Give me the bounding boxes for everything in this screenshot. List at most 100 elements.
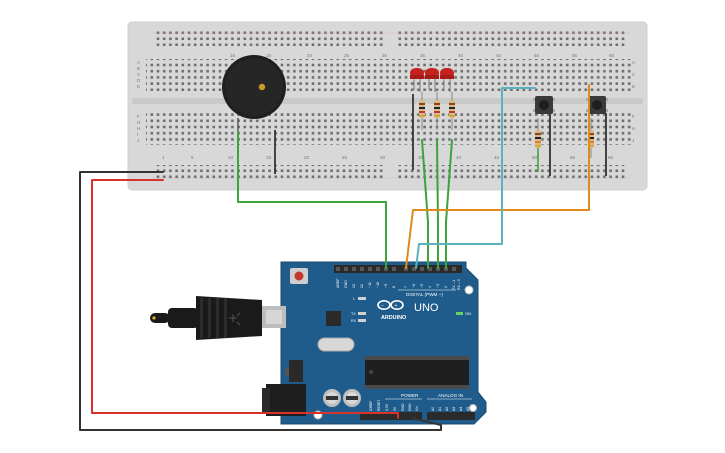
col-number: 5 xyxy=(191,155,194,160)
analog-header[interactable] xyxy=(427,412,475,420)
column-numbers-bottom: 1 5 10 15 20 25 30 35 40 45 50 55 60 xyxy=(162,155,614,160)
digital-label: DIGITAL (PWM ~) xyxy=(406,292,443,297)
col-number: 20 xyxy=(307,53,313,58)
wire-green-led[interactable] xyxy=(421,139,429,269)
pin-label: ~11 xyxy=(368,282,372,288)
resistor[interactable] xyxy=(449,92,455,130)
col-number: 45 xyxy=(496,53,502,58)
pin-label: ~10 xyxy=(376,282,380,288)
row-label: C xyxy=(632,72,636,77)
row-label: I xyxy=(137,132,138,137)
pushbutton[interactable] xyxy=(586,96,608,114)
top-power-rail-left xyxy=(155,30,385,46)
row-label: E xyxy=(632,84,635,89)
l-led xyxy=(358,297,366,300)
voltage-regulator xyxy=(289,360,303,382)
bottom-power-rail-left xyxy=(155,165,385,181)
col-number: 35 xyxy=(420,53,426,58)
arduino-logo: − + xyxy=(377,299,404,310)
row-label: A xyxy=(137,60,140,65)
col-number: 60 xyxy=(608,155,614,160)
pin-label: GND xyxy=(408,403,412,411)
terminal-strip-top xyxy=(146,59,633,91)
wire-cyan-button[interactable] xyxy=(415,87,536,269)
row-label: G xyxy=(137,120,141,125)
pin-label: A3 xyxy=(452,407,456,411)
pin-label: A4 xyxy=(459,407,463,411)
wire-red-5v[interactable] xyxy=(91,179,399,419)
pin-label: ~6 xyxy=(412,284,416,288)
row-label: A xyxy=(632,60,635,65)
wire-black-gnd[interactable] xyxy=(79,171,442,431)
power-led xyxy=(456,312,463,315)
digital-header[interactable] xyxy=(334,265,462,273)
row-labels: A B C D E F G H I J A C E F H J xyxy=(137,60,636,143)
pin-label: RESET xyxy=(377,400,381,411)
led-label: L xyxy=(353,297,355,301)
tx-led xyxy=(358,312,366,315)
pin-label: Vin xyxy=(415,406,419,411)
col-number: 20 xyxy=(304,155,310,160)
col-number: 55 xyxy=(572,53,578,58)
pin-label: ~3 xyxy=(436,284,440,288)
center-channel xyxy=(132,98,643,104)
usb-cable[interactable] xyxy=(150,296,286,340)
wire-green-led[interactable] xyxy=(436,139,439,269)
on-label: ON xyxy=(465,311,471,316)
power-header[interactable] xyxy=(360,412,422,420)
rx-led xyxy=(358,319,366,322)
red-led[interactable] xyxy=(410,68,424,92)
row-label: D xyxy=(137,78,141,83)
row-label: H xyxy=(137,126,140,131)
led-label: TX xyxy=(351,312,356,316)
pushbutton[interactable] xyxy=(533,96,555,114)
pin-label: GND xyxy=(401,403,405,411)
arduino-brand: ARDUINO xyxy=(381,315,406,321)
row-label: F xyxy=(137,114,140,119)
pin-label: A1 xyxy=(438,407,442,411)
col-number: 40 xyxy=(458,53,464,58)
pin-label: 13 xyxy=(352,284,356,288)
power-jack[interactable] xyxy=(266,384,306,416)
col-number: 10 xyxy=(230,53,236,58)
red-led[interactable] xyxy=(440,68,454,92)
pin-label: 3.3V xyxy=(385,403,389,411)
power-label: POWER xyxy=(401,393,419,398)
wire-green-led[interactable] xyxy=(445,139,453,269)
col-number: 50 xyxy=(532,155,538,160)
pin-label: 5V xyxy=(393,406,397,411)
crystal xyxy=(317,337,355,352)
col-number: 35 xyxy=(418,155,424,160)
led-resistors xyxy=(419,92,455,130)
svg-text:−: − xyxy=(381,303,384,309)
resistor[interactable] xyxy=(419,92,425,130)
piezo-buzzer[interactable] xyxy=(222,55,286,132)
resistor[interactable] xyxy=(434,92,440,130)
pin-label: A0 xyxy=(431,407,435,411)
pin-label: RX←0 xyxy=(457,279,461,290)
row-label: J xyxy=(632,138,634,143)
row-label: F xyxy=(632,114,635,119)
row-label: C xyxy=(137,72,141,77)
terminal-strip-bottom xyxy=(146,113,633,145)
pin-label: ~9 xyxy=(384,284,388,288)
column-numbers-top: 10 15 20 25 30 35 40 45 50 55 60 xyxy=(230,53,615,58)
pin-label: IOREF xyxy=(369,401,373,411)
usb-chip xyxy=(326,311,341,326)
col-number: 30 xyxy=(382,53,388,58)
pin-label: A2 xyxy=(445,407,449,411)
col-number: 50 xyxy=(534,53,540,58)
col-number: 30 xyxy=(380,155,386,160)
col-number: 60 xyxy=(609,53,615,58)
col-number: 1 xyxy=(162,155,165,160)
red-led[interactable] xyxy=(425,68,439,92)
wire-green-buzzer[interactable] xyxy=(237,131,387,269)
pin-label: TX→1 xyxy=(452,280,456,290)
row-label: E xyxy=(137,84,140,89)
row-label: J xyxy=(137,138,139,143)
analog-label: ANALOG IN xyxy=(438,393,463,398)
arduino-uno[interactable]: AREF GND 13 12 ~11 ~10 ~9 8 7 ~6 ~5 4 ~3… xyxy=(262,261,487,425)
led-group xyxy=(410,68,454,92)
breadboard-jumpers xyxy=(274,94,607,176)
